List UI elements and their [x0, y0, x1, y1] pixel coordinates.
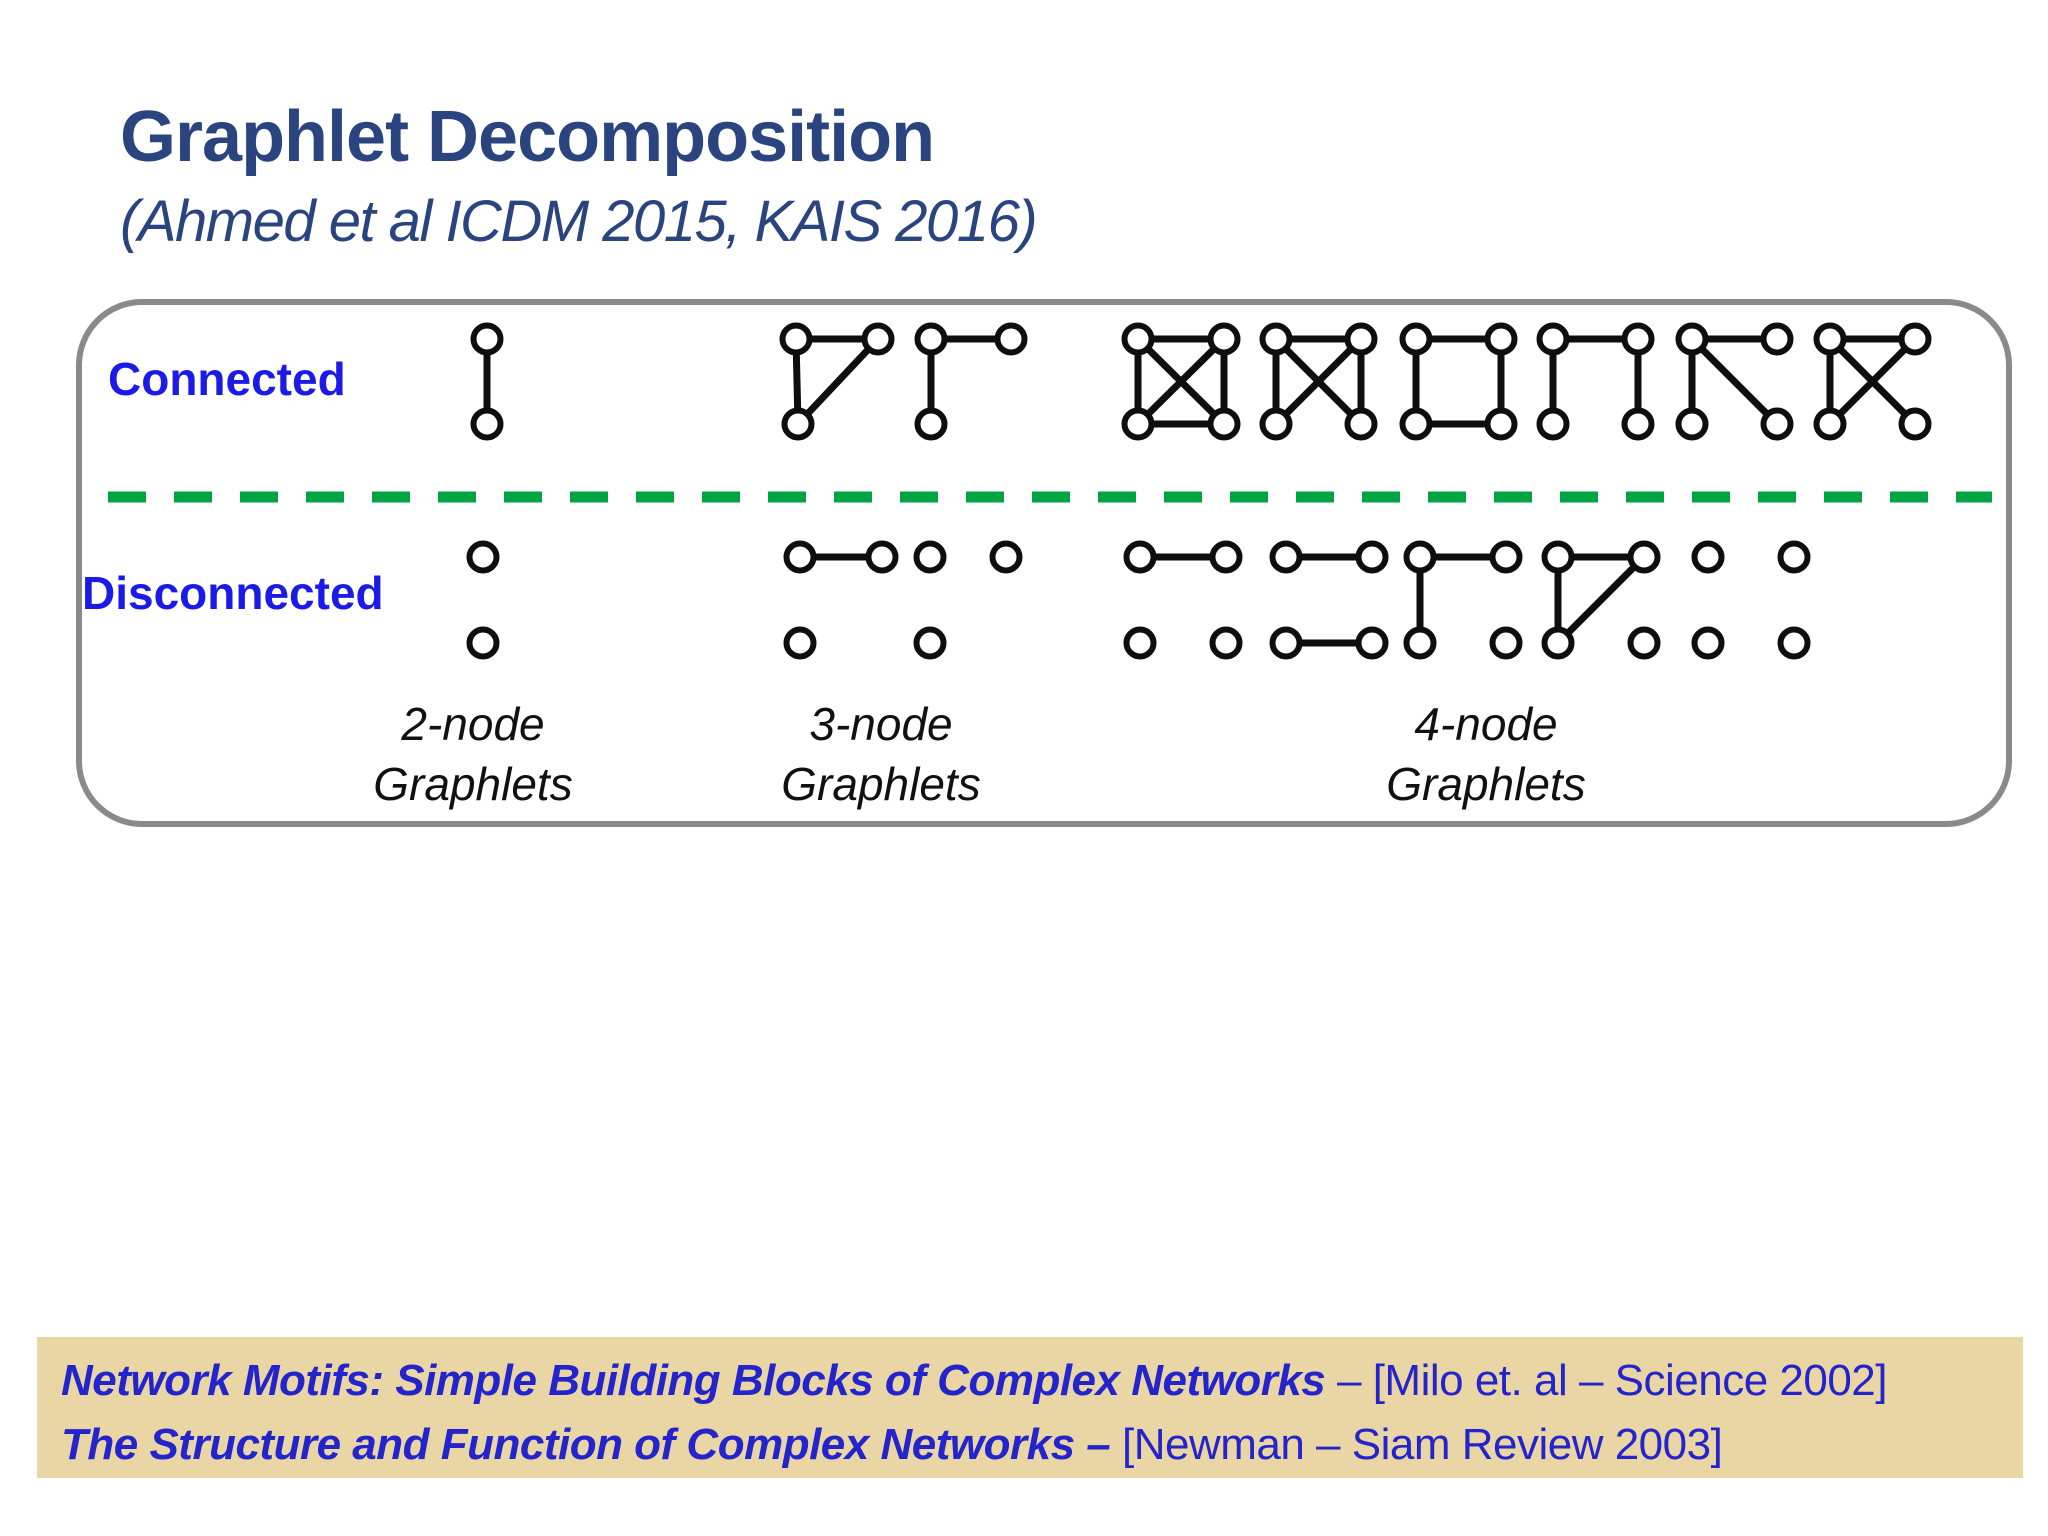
- graphlet-connected-triangle: [779, 322, 895, 441]
- group-label-2-node: 2-node Graphlets: [273, 694, 673, 814]
- citation-milo: Network Motifs: Simple Building Blocks o…: [61, 1349, 2023, 1413]
- graphlet-connected-edge: [470, 322, 504, 441]
- citation-newman-source: [Newman – Siam Review 2003]: [1121, 1420, 1723, 1469]
- graphlet-connected-diamond: [1259, 322, 1378, 441]
- citation-milo-source: – [Milo et. al – Science 2002]: [1325, 1356, 1888, 1405]
- group-label-3-node-line1: 3-node: [809, 698, 953, 750]
- group-label-3-node-line2: Graphlets: [781, 758, 981, 810]
- graphlet-disconnected-three-isolated: [913, 540, 1023, 660]
- page-subtitle: (Ahmed et al ICDM 2015, KAIS 2016): [120, 189, 1038, 254]
- citation-newman-title: The Structure and Function of Complex Ne…: [61, 1420, 1122, 1469]
- group-label-2-node-line2: Graphlets: [373, 758, 573, 810]
- connected-row-label: Connected: [108, 353, 346, 405]
- graphlet-connected-path-p4: [1536, 322, 1655, 441]
- page-title: Graphlet Decomposition: [120, 97, 935, 177]
- graphlet-disconnected-triangle-plus-isolated: [1541, 540, 1661, 660]
- graphlet-disconnected-path-plus-isolated: [1403, 540, 1523, 660]
- graphlet-panel-border: [76, 299, 2012, 827]
- graphlet-connected-paw: [1813, 322, 1932, 441]
- citation-milo-title: Network Motifs: Simple Building Blocks o…: [61, 1356, 1326, 1405]
- graphlet-disconnected-two-isolated: [466, 540, 500, 660]
- citations-banner: Network Motifs: Simple Building Blocks o…: [37, 1337, 2023, 1478]
- group-label-4-node-line2: Graphlets: [1386, 758, 1586, 810]
- graphlet-disconnected-edge-plus-two-isolated: [1123, 540, 1243, 660]
- graphlet-connected-clique-k4: [1121, 322, 1241, 441]
- graphlet-disconnected-four-isolated: [1691, 540, 1811, 660]
- group-label-3-node: 3-node Graphlets: [681, 694, 1081, 814]
- group-label-4-node: 4-node Graphlets: [1286, 694, 1686, 814]
- graphlet-connected-path-p3: [914, 322, 1028, 441]
- citation-newman: The Structure and Function of Complex Ne…: [61, 1413, 2023, 1477]
- group-label-4-node-line1: 4-node: [1414, 698, 1558, 750]
- graphlet-connected-cycle-c4: [1399, 322, 1518, 441]
- graphlet-disconnected-two-edges: [1269, 540, 1389, 660]
- graphlets-layer: [466, 322, 1932, 660]
- group-label-2-node-line1: 2-node: [401, 698, 545, 750]
- disconnected-row-label: Disconnected: [82, 567, 384, 619]
- graphlet-connected-star-claw: [1675, 322, 1794, 441]
- graphlet-disconnected-edge-plus-isolated: [783, 540, 899, 660]
